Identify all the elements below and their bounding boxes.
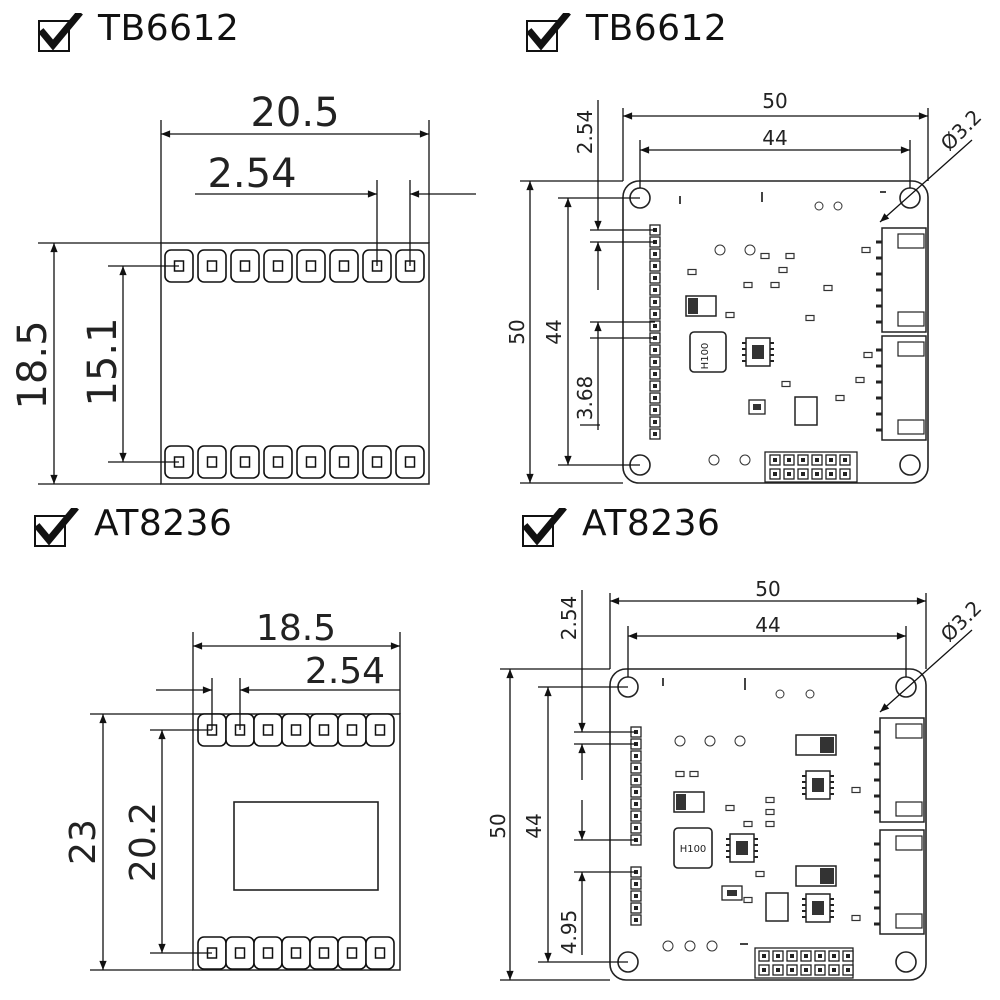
dim-pitch bbox=[156, 678, 400, 730]
dim-width-label: 20.5 bbox=[250, 90, 339, 136]
hole-spacing-v-label: 44 bbox=[522, 813, 546, 838]
motor-connector bbox=[872, 716, 926, 824]
board-width-label: 50 bbox=[762, 89, 787, 113]
pitch-label: 2.54 bbox=[557, 596, 581, 641]
hole-dia-label: Ø3.2 bbox=[936, 596, 987, 647]
hole-spacing-label: 44 bbox=[755, 613, 780, 637]
header-tb6612-module: TB6612 bbox=[38, 8, 240, 52]
at8236-module: 18.5 2.54 23 20.2 bbox=[63, 608, 401, 971]
module-outline bbox=[160, 242, 430, 485]
motor-connector bbox=[874, 334, 928, 442]
dim-pitch bbox=[195, 180, 476, 266]
hole-spacing-v-label: 44 bbox=[542, 319, 566, 344]
hole-spacing-label: 44 bbox=[762, 126, 787, 150]
dim-width bbox=[192, 632, 401, 714]
pad-row-top bbox=[197, 713, 395, 747]
components: H100 bbox=[679, 191, 886, 466]
header-at8236-module: AT8236 bbox=[34, 503, 233, 547]
inductor-label: H100 bbox=[700, 343, 711, 370]
hole-dia-label: Ø3.2 bbox=[936, 105, 987, 156]
checkbox-checked-icon bbox=[38, 12, 83, 52]
header-label: AT8236 bbox=[582, 503, 721, 544]
dim-height-label: 18.5 bbox=[10, 320, 56, 409]
bottom-header bbox=[754, 947, 854, 979]
tb6612-board: H100 bbox=[505, 89, 987, 484]
dim-row-spacing bbox=[108, 265, 179, 463]
header-at8236-board: AT8236 bbox=[522, 503, 721, 547]
components: H100 bbox=[662, 678, 861, 952]
board-dim-lines bbox=[520, 100, 973, 484]
board-height-label: 50 bbox=[486, 813, 510, 838]
dim-pitch-label: 2.54 bbox=[305, 651, 385, 692]
pad-row-bottom bbox=[197, 936, 395, 970]
tb6612-module: 20.5 2.54 18.5 15.1 bbox=[10, 90, 476, 485]
dim-width bbox=[160, 120, 430, 243]
dim-row-spacing-label: 15.1 bbox=[80, 317, 126, 406]
dim-width-label: 18.5 bbox=[256, 608, 336, 649]
offset-label: 4.95 bbox=[557, 910, 581, 955]
dim-row-spacing bbox=[150, 729, 212, 954]
header-label: TB6612 bbox=[586, 8, 728, 49]
board-height-label: 50 bbox=[505, 319, 529, 344]
dim-height bbox=[38, 242, 161, 485]
dim-height bbox=[90, 713, 193, 971]
pin-header bbox=[630, 726, 642, 926]
header-label: TB6612 bbox=[98, 8, 240, 49]
offset-label: 3.68 bbox=[573, 376, 597, 421]
dim-pitch-label: 2.54 bbox=[207, 151, 296, 197]
checkbox-checked-icon bbox=[34, 507, 79, 547]
header-label: AT8236 bbox=[94, 503, 233, 544]
at8236-board: H100 bbox=[486, 577, 987, 981]
dim-row-spacing-label: 20.2 bbox=[123, 802, 164, 882]
inductor-label: H100 bbox=[680, 844, 707, 855]
motor-connector bbox=[872, 828, 926, 936]
motor-connector bbox=[874, 226, 928, 334]
board-outline bbox=[622, 180, 929, 484]
dim-height-label: 23 bbox=[63, 819, 104, 865]
pitch-label: 2.54 bbox=[573, 110, 597, 155]
board-width-label: 50 bbox=[755, 577, 780, 601]
checkbox-checked-icon bbox=[526, 12, 571, 52]
bottom-header bbox=[764, 451, 858, 483]
header-tb6612-board: TB6612 bbox=[526, 8, 728, 52]
chip-outline bbox=[233, 801, 379, 891]
checkbox-checked-icon bbox=[522, 507, 567, 547]
board-dim-lines bbox=[500, 590, 973, 981]
